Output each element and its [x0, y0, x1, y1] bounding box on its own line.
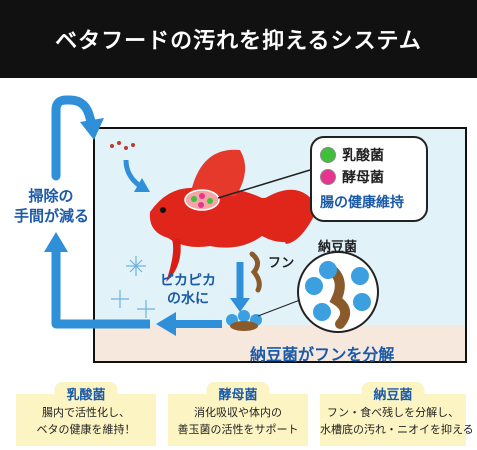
header-title: ベタフードの汚れを抑えるシステム: [55, 29, 422, 54]
card-line: 腸内で活性化し、: [42, 406, 130, 419]
card-line: 善玉菌の活性をサポート: [177, 423, 299, 436]
legend-label: 酵母菌: [342, 170, 384, 186]
card-line: 消化吸収や体内の: [194, 406, 282, 419]
food-pellet: [117, 141, 121, 145]
sparkling-water-label: ピカピカ の水に: [160, 272, 216, 308]
feeding-arrow: [123, 159, 142, 189]
legend-caption: 腸の健康維持: [320, 195, 404, 211]
card-line: ベタの健康を維持！: [36, 423, 136, 436]
natto-label: 納豆菌: [318, 240, 358, 255]
pika-line1: ピカピカ: [160, 273, 216, 289]
bacteria-floor-cluster: [226, 310, 262, 331]
card-line: 水槽底の汚れ・ニオイを抑える: [320, 423, 474, 436]
card-text: 消化吸収や体内の 善玉菌の活性をサポート: [168, 404, 308, 438]
food-pellet: [110, 144, 114, 148]
card-text: フン・食べ残しを分解し、 水槽底の汚れ・ニオイを抑える: [320, 404, 474, 438]
aquarium-tank: [93, 127, 467, 363]
sparkle-icon: [111, 256, 155, 318]
card-title: 納豆菌: [361, 382, 425, 405]
card-line: フン・食べ残しを分解し、: [326, 406, 460, 419]
legend-label: 乳酸菌: [342, 148, 384, 164]
poop-falling: [249, 251, 262, 293]
cycle-arrowhead-in: [80, 118, 104, 140]
food-pellet: [124, 146, 128, 150]
card-natto: 納豆菌 フン・食べ残しを分解し、 水槽底の汚れ・ニオイを抑える: [320, 382, 474, 446]
pika-line2: の水に: [167, 291, 209, 307]
legend-item-lactobacillus: 乳酸菌: [320, 144, 418, 166]
cycle-arrowhead-up: [44, 232, 68, 252]
card-title: 酵母菌: [206, 382, 270, 405]
poop-label: フン: [268, 256, 295, 271]
cycle-arrow-left-upper: [51, 95, 97, 181]
side-label-line1: 掃除の: [28, 187, 74, 205]
card-lactobacillus: 乳酸菌 腸内で活性化し、 ベタの健康を維持！: [16, 382, 156, 446]
food-pellet: [131, 143, 135, 147]
tank-sand: [95, 325, 465, 361]
side-label-less-cleaning: 掃除の 手間が減る: [14, 186, 90, 226]
cycle-arrow-left-lower: [51, 248, 150, 329]
card-title: 乳酸菌: [54, 382, 118, 405]
green-dot-icon: [320, 147, 336, 163]
decompose-label: 納豆菌がフンを分解: [250, 345, 395, 364]
legend-pointer: [217, 169, 311, 199]
card-yeast: 酵母菌 消化吸収や体内の 善玉菌の活性をサポート: [168, 382, 308, 446]
card-text: 腸内で活性化し、 ベタの健康を維持！: [16, 404, 156, 438]
pink-dot-icon: [320, 169, 336, 185]
betta-fish: [149, 149, 318, 282]
bacteria-legend: 乳酸菌 酵母菌 腸の健康維持: [310, 136, 428, 222]
header-banner: ベタフードの汚れを抑えるシステム: [0, 0, 477, 78]
side-label-line2: 手間が減る: [14, 207, 90, 225]
natto-zoom-circle: [257, 251, 379, 333]
legend-item-yeast: 酵母菌: [320, 166, 418, 188]
